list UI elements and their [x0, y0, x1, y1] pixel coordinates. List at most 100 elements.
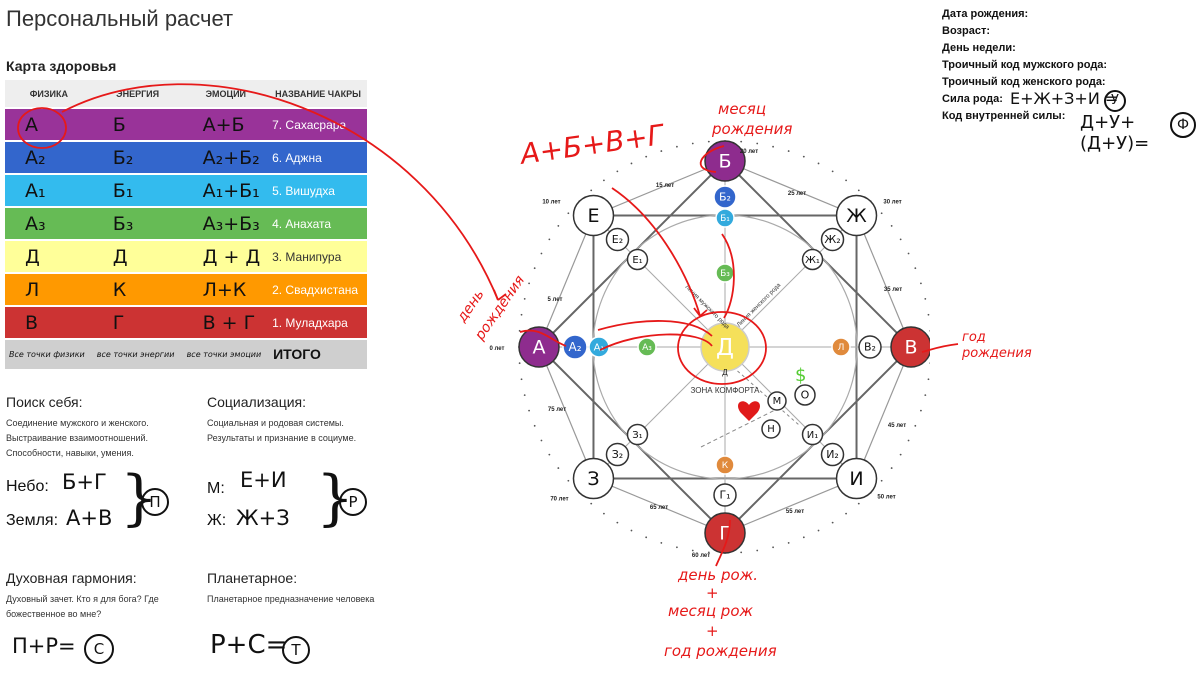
node-i1-circle: [801, 423, 824, 446]
age-tick: [590, 189, 593, 192]
node-m-circle: [767, 391, 787, 411]
age-tick: [890, 225, 893, 227]
spiritual-result: С: [84, 634, 114, 664]
age-tick: [630, 529, 633, 532]
clan-formula: Е+Ж+З+И =: [1010, 89, 1119, 108]
age-tick: [914, 267, 917, 270]
age-tick: [927, 313, 930, 316]
social-text: Социальная и родовая системы. Результаты…: [207, 418, 357, 443]
age-tick: [645, 536, 648, 539]
female-code-label: Троичный код женского рода:: [942, 76, 1106, 88]
age-tick: [920, 409, 922, 412]
age-tick: [899, 238, 902, 241]
age-tick: [533, 424, 536, 427]
table-cell: Б₁: [92, 173, 183, 207]
age-tick: [691, 142, 694, 145]
chakra-name-cell: 7. Сахасрара: [269, 107, 367, 141]
age-tick: [676, 145, 678, 148]
inner-code-label: Код внутренней силы:: [942, 110, 1066, 122]
age-tick: [831, 521, 834, 524]
node-i: И: [849, 468, 863, 490]
chakra-name-cell: 1. Муладхара: [269, 305, 367, 339]
table-cell: Л+К: [182, 272, 270, 306]
node-zh1-circle: [801, 248, 824, 271]
age-tick: [691, 549, 694, 552]
node-z-circle: [572, 457, 615, 500]
annotation-bottom-1: день рож.: [678, 566, 758, 584]
table-cell: Л: [5, 272, 93, 306]
node-g: Г: [719, 523, 731, 545]
age-label-left: 0 лет: [490, 346, 505, 352]
age-tick: [616, 170, 619, 173]
age-label-top_left: 10 лет: [542, 199, 560, 205]
node-d: Д: [716, 335, 734, 361]
age-label-r35: 35 лет: [884, 287, 902, 293]
node-o: О: [801, 388, 810, 401]
female-line-label: Линия женского рода: [736, 282, 782, 328]
age-tick: [787, 542, 790, 544]
age-tick: [899, 453, 902, 456]
table-cell: Г: [92, 305, 183, 339]
planetary-result: Т: [282, 636, 310, 664]
age-tick: [929, 330, 930, 332]
node-v-circle: [890, 326, 930, 368]
annotation-bottom-3: месяц рож: [668, 602, 754, 620]
planetary-formula: Р+С=: [210, 630, 288, 660]
node-o-circle: [794, 384, 816, 406]
node-b2-circle: [713, 185, 737, 209]
node-zh2-circle: [820, 227, 845, 252]
node-a1: А₁: [594, 342, 605, 353]
annotation-month-2: рождения: [712, 120, 793, 138]
inner-formula: Д+У+(Д+У)=: [1080, 112, 1150, 154]
col-emotions: ЭМОЦИИ: [182, 80, 270, 108]
annotation-bottom-4: +: [706, 622, 719, 640]
age-tick: [520, 378, 523, 381]
age-tick: [857, 189, 860, 192]
node-i-circle: [835, 457, 878, 500]
age-label-r65: 65 лет: [650, 505, 668, 511]
annotation-bottom-2: +: [706, 584, 719, 602]
node-a2-circle: [562, 334, 588, 360]
chakra-name-cell: 6. Аджна: [269, 140, 367, 174]
table-cell: К: [92, 272, 183, 306]
table-cell: Б: [92, 107, 183, 141]
table-cell: А₁+Б₁: [182, 173, 270, 207]
age-tick: [707, 140, 710, 143]
zh-formula: Ж+З: [236, 506, 290, 530]
node-m: М: [773, 396, 782, 407]
node-a: А: [533, 337, 546, 359]
dollar-icon: $: [795, 365, 806, 386]
age-tick: [518, 329, 521, 332]
total-cell: все точки энергии: [92, 338, 183, 369]
earth-formula: А+В: [66, 506, 113, 530]
age-tick: [660, 542, 663, 544]
table-cell: А₂: [5, 140, 93, 174]
node-b1-circle: [715, 208, 735, 228]
age-tick: [533, 267, 536, 270]
age-tick: [590, 502, 593, 505]
age-tick: [567, 212, 570, 215]
node-g1-circle: [713, 483, 737, 507]
node-b3: Б₃: [720, 269, 730, 279]
age-tick: [740, 140, 743, 143]
total-cell: все точки эмоции: [182, 338, 270, 369]
age-tick: [772, 546, 774, 549]
center-sub-label: Д: [722, 368, 728, 377]
node-v2: В₂: [864, 341, 876, 354]
table-cell: Д: [92, 239, 183, 273]
node-z1-circle: [626, 423, 649, 446]
search-result: П: [141, 488, 169, 516]
age-tick: [660, 150, 663, 152]
age-label-r5: 5 лет: [548, 297, 563, 303]
spiritual-formula: П+Р=: [12, 634, 76, 658]
age-label-top: 20 лет: [740, 149, 758, 155]
m-formula: Е+И: [240, 468, 287, 492]
age-tick: [540, 439, 543, 442]
table-header-row: ФИЗИКА ЭНЕРГИЯ ЭМОЦИИ НАЗВАНИЕ ЧАКРЫ: [5, 80, 367, 108]
annotation-bottom-5: год рождения: [664, 642, 777, 660]
age-tick: [557, 467, 560, 469]
table-cell: А₃+Б₃: [182, 206, 270, 240]
